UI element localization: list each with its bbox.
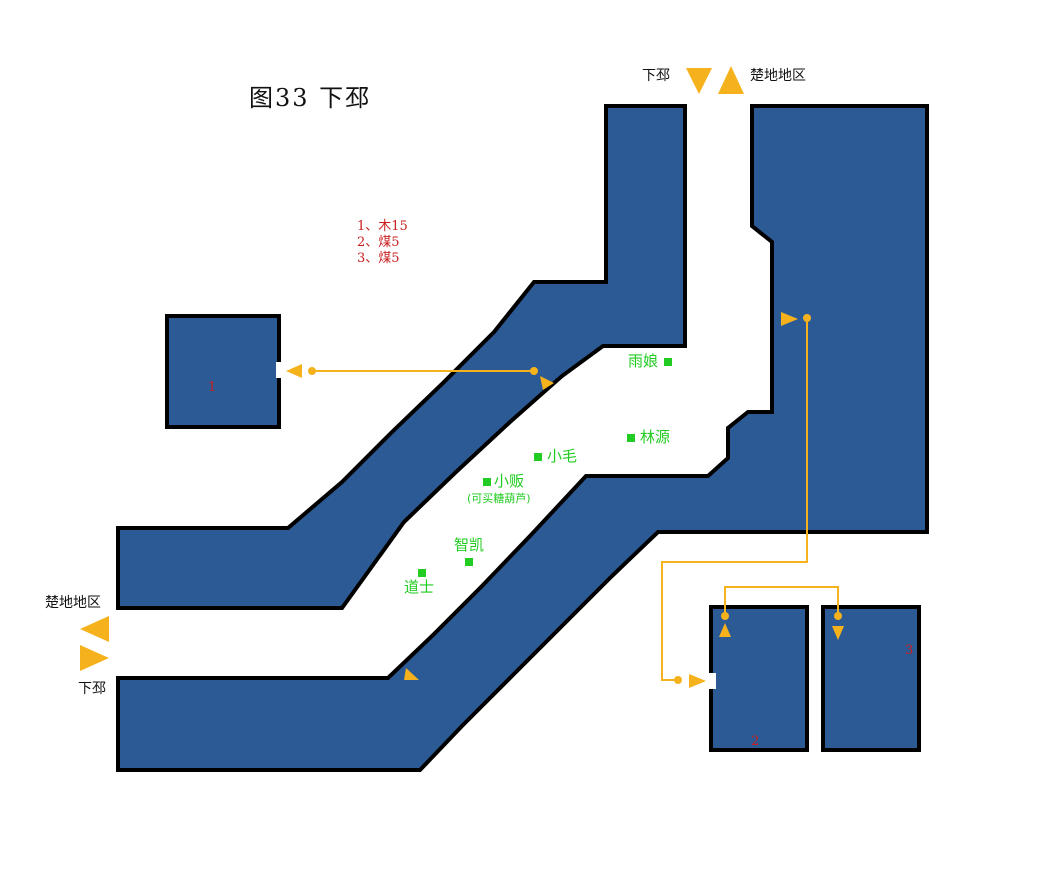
npc-marker-linyuan[interactable]	[627, 434, 635, 442]
npc-label-zhikai: 智凯	[454, 536, 485, 554]
arrow-down-right-icon	[540, 376, 554, 390]
npc-marker-xiaomao[interactable]	[534, 453, 542, 461]
npc-marker-yuniang[interactable]	[664, 358, 672, 366]
exit-arrow-up-icon[interactable]	[718, 66, 744, 94]
npc-note-xiaofan: (可买糖葫芦)	[467, 492, 531, 505]
legend-item-1: 1、木15	[357, 219, 408, 234]
npc-label-xiaomao: 小毛	[547, 447, 578, 465]
room-1-door[interactable]	[276, 362, 284, 378]
route-dot	[308, 367, 316, 375]
arrow-up-icon	[719, 623, 731, 637]
npc-label-yuniang: 雨娘	[628, 352, 659, 370]
npc-marker-xiaofan[interactable]	[483, 478, 491, 486]
lower-diagonal-building	[116, 104, 929, 772]
route-dot	[834, 612, 842, 620]
npc-marker-daoshi[interactable]	[418, 569, 426, 577]
arrow-right-icon	[781, 312, 798, 326]
npc-label-daoshi: 道士	[404, 578, 435, 596]
exit-label-top-right: 楚地地区	[750, 68, 806, 84]
exit-label-top-left: 下邳	[642, 68, 670, 84]
arrow-left-icon	[286, 364, 302, 378]
room-number-3: 3	[905, 643, 914, 658]
upper-diagonal-building	[116, 104, 687, 610]
map-title: 图33 下邳	[249, 84, 372, 112]
npc-label-linyuan: 林源	[640, 428, 671, 446]
route-dot	[674, 676, 682, 684]
room-2-door[interactable]	[708, 673, 716, 689]
exit-label-left-top: 楚地地区	[45, 595, 101, 611]
room-1[interactable]	[165, 314, 281, 429]
route-room2-room3	[724, 586, 839, 616]
exit-arrow-right-icon[interactable]	[80, 645, 109, 671]
arrow-right-icon	[689, 674, 706, 688]
exit-label-left-bottom: 下邳	[78, 681, 106, 697]
exit-arrow-down-icon[interactable]	[686, 68, 712, 94]
npc-marker-zhikai[interactable]	[465, 558, 473, 566]
route-dot	[721, 612, 729, 620]
arrow-down-right-icon	[404, 668, 419, 680]
legend-item-3: 3、煤5	[357, 251, 400, 266]
exit-arrow-left-icon[interactable]	[80, 616, 109, 642]
npc-label-xiaofan: 小贩	[494, 472, 525, 490]
arrow-down-icon	[832, 626, 844, 640]
route-dot	[530, 367, 538, 375]
room-number-2: 2	[751, 734, 760, 749]
room-number-1: 1	[208, 380, 217, 395]
route-dot	[803, 314, 811, 322]
legend-item-2: 2、煤5	[357, 235, 400, 250]
route-street-room2	[661, 318, 808, 681]
